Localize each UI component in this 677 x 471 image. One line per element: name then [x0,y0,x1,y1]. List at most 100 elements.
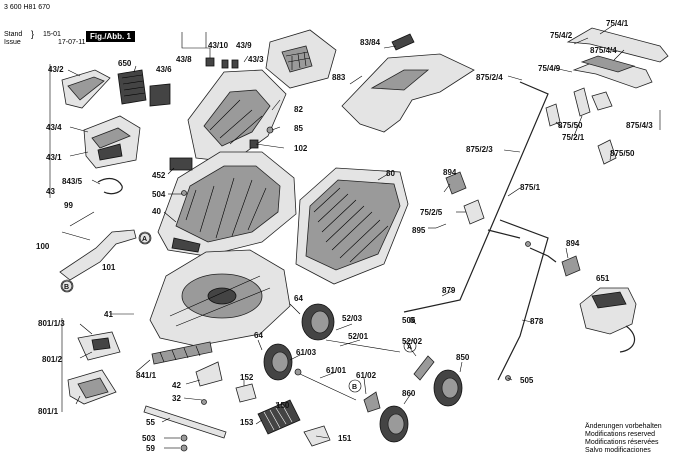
label-43-1: 43/1 [46,153,62,162]
label-43: 43 [46,187,55,196]
wheel-lever-52-02 [413,355,435,381]
ref-marker-a-upper [138,231,152,245]
label-505-b: 505 [520,376,534,385]
upper-housing [187,69,287,163]
rear-wheel-left [263,343,293,381]
rear-wheel-850 [433,369,463,407]
battery-cover [61,69,111,109]
footer-line-es: Salvo modificaciones [585,447,651,454]
ref-marker-a-lower [403,339,417,353]
label-875-50-b: 875/50 [610,149,635,158]
battery-compartment [83,115,141,169]
footer-line-en: Modifications reserved [585,431,656,438]
label-43-6: 43/6 [156,65,172,74]
motor-assembly [61,318,121,412]
label-883: 883 [332,73,346,82]
label-878: 878 [530,317,544,326]
grassbox-lid [341,33,475,133]
label-841-1: 841/1 [136,371,157,380]
handle-tubes-875-50 [545,87,617,165]
label-504: 504 [152,190,166,199]
label-875-2-3: 875/2/3 [466,145,493,154]
clamp-894 [445,171,581,277]
label-43-3: 43/3 [248,55,264,64]
label-879: 879 [442,286,456,295]
battery-small [149,83,171,107]
label-82: 82 [294,105,303,114]
label-85: 85 [294,124,303,133]
air-guide-42 [195,361,223,387]
label-75-2-5: 75/2/5 [420,208,443,217]
label-83-84: 83/84 [360,38,381,47]
label-61-03: 61/03 [296,348,317,357]
label-43-9: 43/9 [236,41,252,50]
label-875-2-4: 875/2/4 [476,73,503,82]
label-152: 152 [240,373,254,382]
roller-brush-150 [257,399,301,435]
marker-a-upper: A [142,236,147,243]
label-153: 153 [240,418,254,427]
marker-b-lower: B [352,384,357,391]
stand-label: Stand [4,31,23,38]
marker-b-upper: B [64,284,69,291]
label-52-03: 52/03 [342,314,363,323]
handle-frame [403,81,557,381]
label-875-50-a: 875/50 [558,121,583,130]
footer-line-de: Änderungen vorbehalten [585,423,662,430]
label-40: 40 [152,207,161,216]
label-452: 452 [152,171,166,180]
ref-marker-b-lower [348,379,362,393]
label-100: 100 [36,242,50,251]
document-number: 3 600 H81 670 [4,4,50,11]
label-55: 55 [146,418,155,427]
footer-line-fr: Modifications réservées [585,439,659,446]
charger-651 [579,287,637,353]
label-75-4-9: 75/4/9 [538,64,561,73]
mower-deck [149,249,291,347]
handle-top-bar [566,27,669,89]
label-43-8: 43/8 [176,55,192,64]
label-894-b: 894 [566,239,580,248]
label-52-02: 52/02 [402,337,423,346]
label-801-1: 801/1 [38,407,59,416]
label-52-01: 52/01 [348,332,369,341]
label-102: 102 [294,144,308,153]
label-151: 151 [338,434,352,443]
label-61-02: 61/02 [356,371,377,380]
issue-label: Issue [4,39,21,46]
issue-date: 17-07-11 [58,39,86,46]
label-61-01: 61/01 [326,366,347,375]
motor-housing [157,151,297,257]
screw-504 [181,190,187,196]
ref-marker-b-upper [60,279,74,293]
label-651: 651 [596,274,610,283]
wheel-lever-61-02 [363,391,381,413]
height-adjust-lever [59,211,151,292]
clamp-75-2-5 [435,199,485,229]
label-850: 850 [456,353,470,362]
switch-box [265,29,337,89]
bracket-glyph: } [31,29,35,39]
rear-wheel-860 [379,405,409,443]
label-150: 150 [276,401,290,410]
electronics-module-452 [169,157,193,171]
wheel-axle-52 [294,339,401,401]
label-43-10: 43/10 [208,41,229,50]
label-64-b: 64 [254,331,263,340]
label-505-a: 505 [402,316,416,325]
label-894-a: 894 [443,168,457,177]
marker-a-lower: A [407,344,412,351]
label-41: 41 [104,310,113,319]
blade-55 [143,405,227,439]
mulch-comb-841-1 [151,341,213,365]
label-99: 99 [64,201,73,210]
label-875-1: 875/1 [520,183,541,192]
label-875-4-3: 875/4/3 [626,121,653,130]
label-875-4-4: 875/4/4 [590,46,617,55]
label-801-1-3: 801/1/3 [38,319,65,328]
label-42: 42 [172,381,181,390]
grassbox-80 [295,167,409,285]
label-59: 59 [146,444,155,453]
label-64-a: 64 [294,294,303,303]
